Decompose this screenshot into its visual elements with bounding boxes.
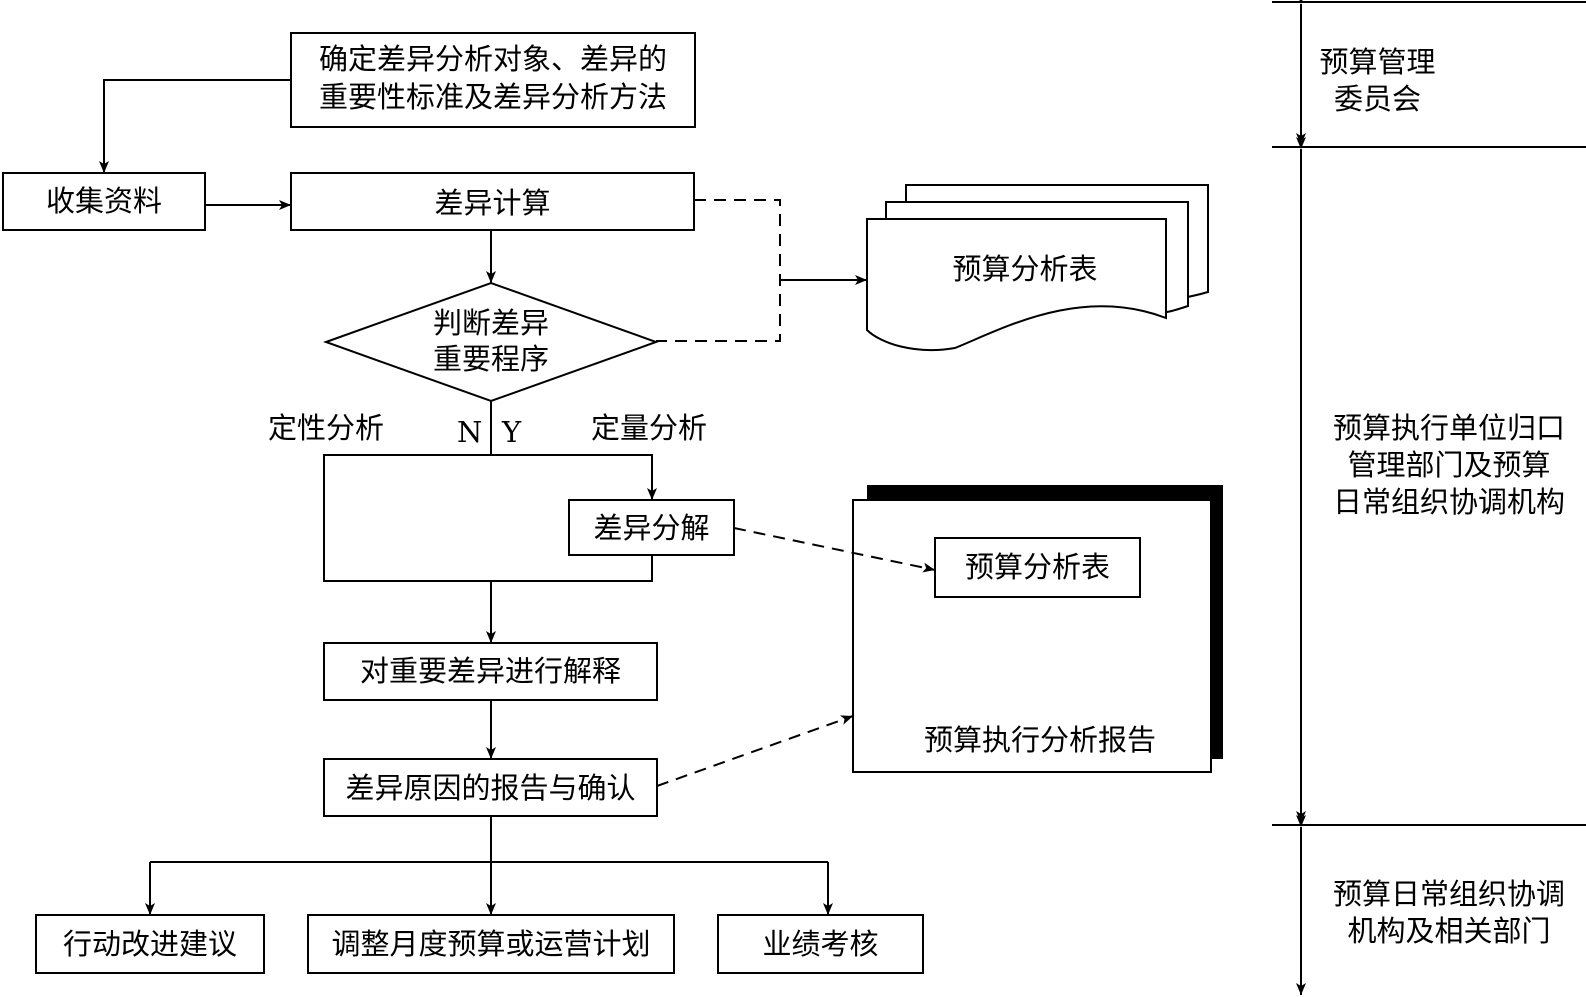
adjust-label: 调整月度预算或运营计划 [331,927,651,961]
role-committee-line-1: 预算管理 [1319,45,1436,79]
document-stack [866,184,1209,352]
role-coordination-line-1: 预算日常组织协调 [1332,877,1565,911]
role-execution-line-3: 日常组织协调机构 [1332,485,1565,519]
box-performance [717,914,924,974]
role-coordination-line-2: 机构及相关部门 [1347,914,1551,948]
determine-line-1: 确定差异分析对象、差异的 [318,42,667,76]
decompose-label: 差异分解 [593,511,710,545]
branch-n-label: N [457,415,483,449]
quantitative-label: 定量分析 [591,411,708,445]
box-inner-sheet [934,537,1141,598]
dashed-calculate-to-sheet [656,199,781,342]
branch-y-label: Y [502,415,522,449]
qualitative-label: 定性分析 [268,411,385,445]
dashed-decompose-to-inner-sheet [733,527,936,573]
determine-line-2: 重要性标准及差异分析方法 [318,80,667,114]
role-execution-line-2: 管理部门及预算 [1347,448,1551,482]
judge-line-2: 重要程序 [432,342,549,376]
explain-label: 对重要差异进行解释 [359,654,621,688]
box-decompose [568,499,735,556]
report-confirm-label: 差异原因的报告与确认 [345,771,636,805]
box-calculate [290,172,695,231]
arrow-determine-to-collect [99,79,291,173]
role-execution-line-1: 预算执行单位归口 [1332,411,1565,445]
performance-label: 业绩考核 [762,927,879,961]
analysis-sheet-inner-label: 预算分析表 [964,550,1110,584]
role-committee-line-2: 委员会 [1333,82,1421,116]
action-label: 行动改进建议 [62,927,237,961]
judge-line-1: 判断差异 [432,306,549,340]
collect-label: 收集资料 [45,184,162,218]
analysis-sheet-stack-label: 预算分析表 [952,252,1098,286]
calculate-label: 差异计算 [434,186,551,220]
execution-report-label: 预算执行分析报告 [923,723,1156,757]
document-report [852,485,1223,773]
dashed-report-confirm-to-report [656,715,854,787]
